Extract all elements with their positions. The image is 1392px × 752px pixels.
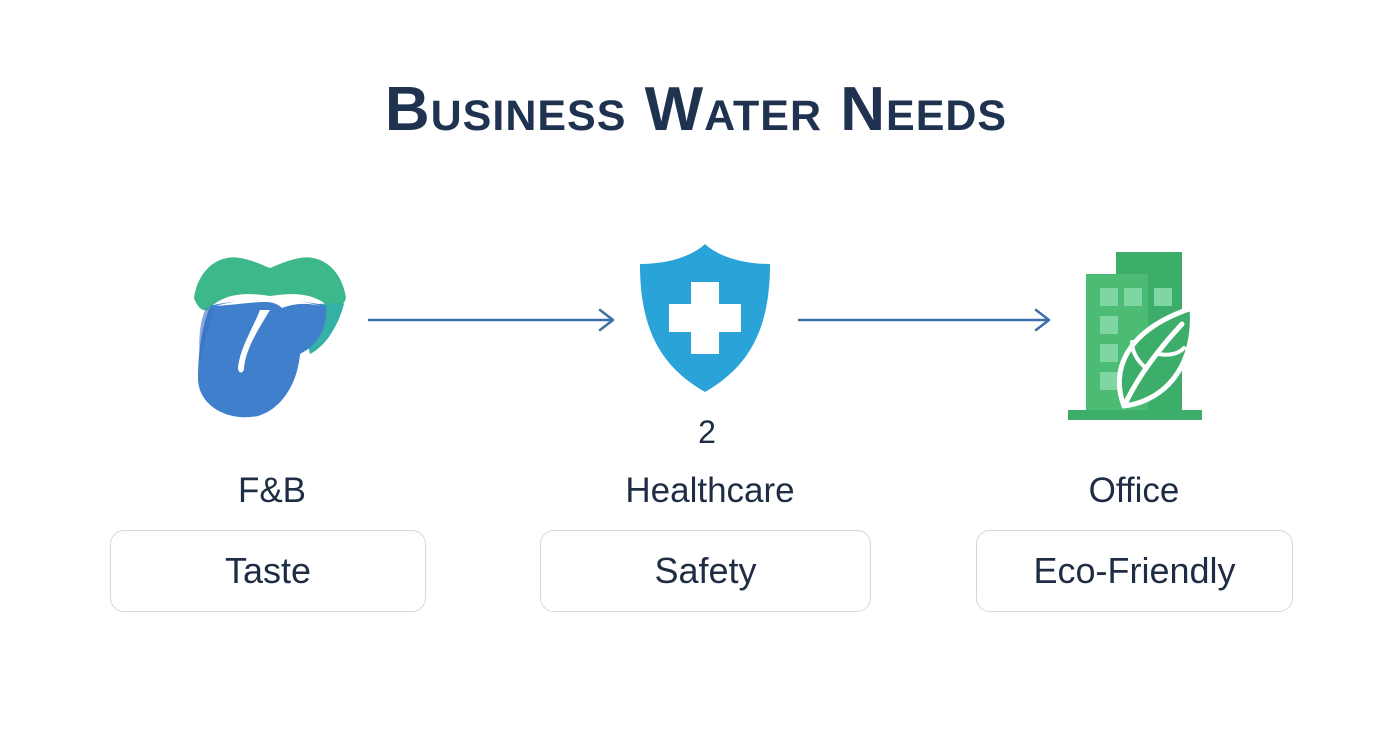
- attribute-pill-safety: Safety: [540, 530, 871, 612]
- category-label-fnb: F&B: [237, 471, 307, 510]
- attribute-pill-taste: Taste: [110, 530, 426, 612]
- tongue-icon: [194, 257, 346, 418]
- arrow-right-icon: [798, 308, 1051, 332]
- category-label-office: Office: [1088, 471, 1180, 510]
- diagram-title: Business Water Needs: [384, 75, 1008, 144]
- shield-cross-icon: [640, 244, 770, 392]
- category-label-healthcare: Healthcare: [625, 471, 795, 510]
- step-number: 2: [698, 414, 716, 450]
- arrow-right-icon: [368, 308, 615, 332]
- attribute-pill-eco-friendly: Eco-Friendly: [976, 530, 1293, 612]
- eco-building-icon: [1068, 252, 1202, 420]
